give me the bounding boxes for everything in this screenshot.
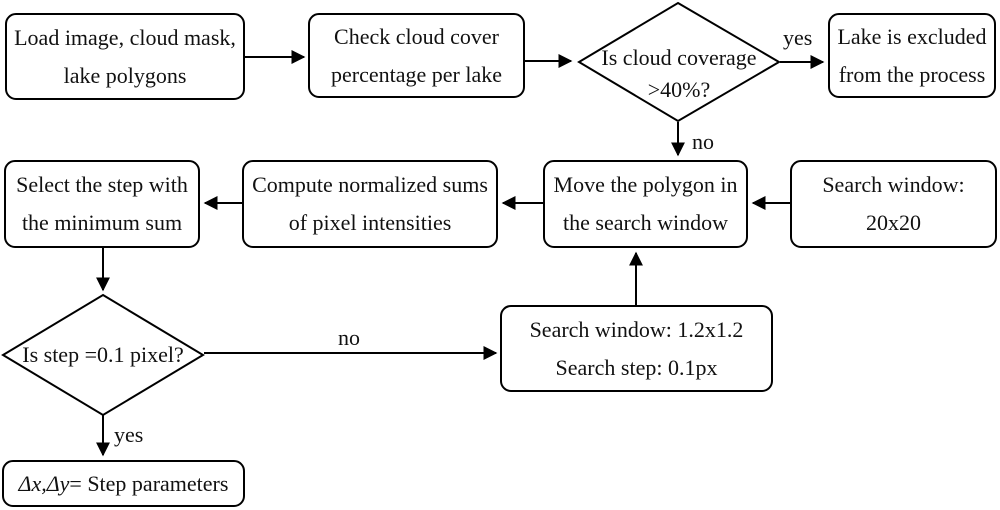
node-compute-sums-line1: Compute normalized sums [252, 172, 488, 197]
node-select-step-line2: the minimum sum [21, 210, 183, 235]
node-lake-excluded-line2: from the process [838, 61, 986, 87]
node-search-window-12-line2: Search step: 0.1px [555, 354, 718, 380]
node-search-window-20: Search window: 20x20 [790, 160, 997, 248]
node-compute-sums: Compute normalized sums of pixel intensi… [242, 160, 498, 248]
node-step-parameters-delta: Δx,Δy [18, 470, 70, 496]
node-search-window-12: Search window: 1.2x1.2 Search step: 0.1p… [500, 305, 773, 392]
node-search-window-20-line2: 20x20 [866, 210, 921, 235]
label-step-yes: yes [114, 422, 144, 447]
cloud-decision-diamond [577, 1, 781, 123]
node-move-polygon-line1: Move the polygon in [553, 172, 738, 197]
node-search-window-12-line1: Search window: 1.2x1.2 [529, 316, 744, 342]
node-move-polygon: Move the polygon in the search window [543, 160, 748, 248]
node-check-cloud-cover: Check cloud cover percentage per lake [308, 13, 525, 98]
label-cloud-no: no [692, 129, 714, 154]
node-move-polygon-line2: the search window [563, 210, 728, 235]
node-lake-excluded: Lake is excluded from the process [828, 13, 996, 98]
node-select-step: Select the step with the minimum sum [4, 160, 200, 248]
node-compute-sums-line2: of pixel intensities [288, 210, 452, 235]
node-lake-excluded-line1: Lake is excluded [837, 23, 987, 49]
node-load-inputs: Load image, cloud mask, lake polygons [5, 13, 245, 100]
node-step-parameters-text: = Step parameters [69, 470, 229, 496]
node-step-parameters: Δx,Δy= Step parameters [2, 460, 245, 507]
label-step-no: no [338, 325, 360, 350]
node-check-cloud-cover-line1: Check cloud cover [334, 23, 499, 49]
node-check-cloud-cover-line2: percentage per lake [331, 61, 502, 87]
node-select-step-line1: Select the step with [16, 172, 188, 197]
label-cloud-yes: yes [783, 25, 813, 50]
node-load-inputs-line1: Load image, cloud mask, [14, 24, 236, 50]
node-search-window-20-line1: Search window: [822, 172, 965, 197]
node-load-inputs-line2: lake polygons [63, 62, 187, 88]
step-decision-diamond [1, 293, 205, 417]
